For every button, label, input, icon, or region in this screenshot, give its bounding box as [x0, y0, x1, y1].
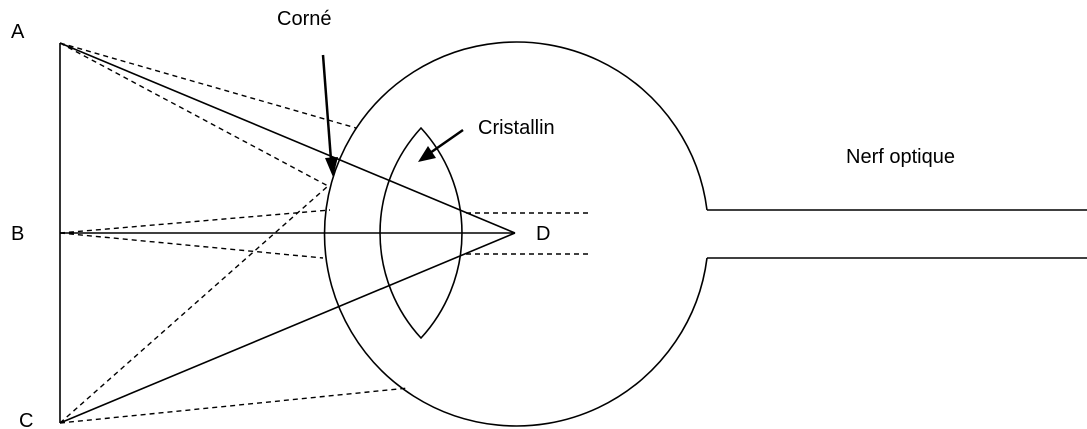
- eyeball-outline: [325, 42, 707, 426]
- label-point-d: D: [536, 223, 550, 245]
- ray-c-to-d: [60, 233, 515, 423]
- ray-a-to-d: [60, 43, 515, 233]
- dashed-ray-b-lower: [60, 233, 323, 258]
- label-point-a: A: [11, 21, 25, 43]
- label-point-b: B: [11, 223, 24, 245]
- label-optic-nerve: Nerf optique: [846, 146, 955, 168]
- dashed-ray-b-upper: [60, 210, 330, 233]
- dashed-ray-c-lower: [60, 388, 408, 423]
- label-cornea: Corné: [277, 8, 331, 30]
- label-lens: Cristallin: [478, 117, 555, 139]
- dashed-ray-a-upper: [60, 43, 356, 128]
- dashed-ray-c-to-cornea: [60, 186, 328, 423]
- lens-arrowhead: [418, 146, 436, 162]
- label-point-c: C: [19, 410, 33, 429]
- dashed-ray-a-to-cornea: [60, 43, 328, 186]
- lens-pointer-arrow: [430, 130, 463, 153]
- cornea-pointer-arrow: [323, 55, 331, 160]
